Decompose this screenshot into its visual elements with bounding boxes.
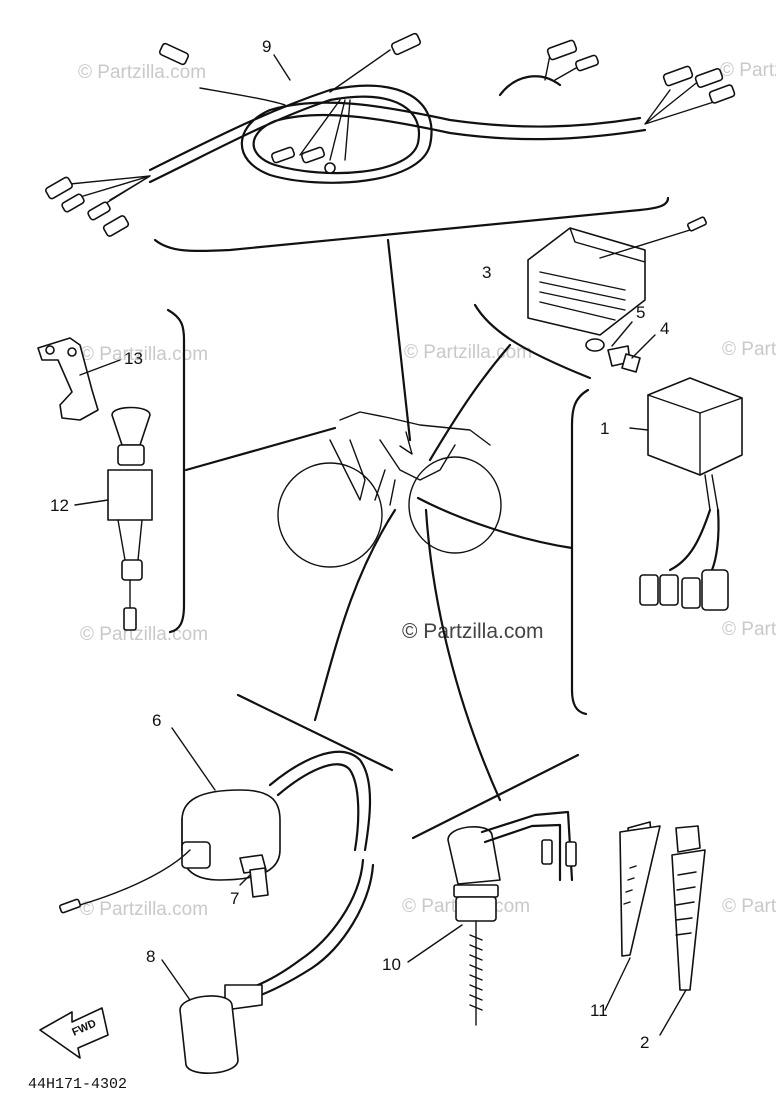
leader-cap <box>424 508 502 802</box>
cdi-unit <box>629 377 743 611</box>
watermark: © Partzilla.com <box>722 896 776 917</box>
leader-arrow <box>399 431 413 455</box>
bracket-harness <box>153 196 670 253</box>
callout-7: 7 <box>230 889 239 908</box>
cable-ties <box>604 821 706 1036</box>
callout-3: 3 <box>482 263 491 282</box>
watermark: © Partzilla.com <box>80 899 208 920</box>
leader-coil <box>313 508 397 722</box>
callout-6: 6 <box>152 711 161 730</box>
leader-lines <box>184 238 574 802</box>
bracket-cap <box>411 753 580 840</box>
group-brackets <box>153 196 670 840</box>
watermark: © Partzilla.com <box>720 60 776 81</box>
watermarks: © Partzilla.com © Partzilla.com © Partzi… <box>78 60 776 920</box>
callout-12: 12 <box>50 496 69 515</box>
leader-right <box>416 496 574 550</box>
callout-9: 9 <box>262 37 271 56</box>
callouts: 1 2 3 4 5 6 7 8 9 10 11 12 13 <box>50 37 669 1052</box>
leader-harness <box>386 238 412 442</box>
callout-1: 1 <box>600 419 609 438</box>
leader-rectifier <box>428 343 512 462</box>
callout-5: 5 <box>636 303 645 322</box>
callout-13: 13 <box>124 349 143 368</box>
callout-4: 4 <box>660 319 669 338</box>
spark-plug-cap <box>407 810 577 1026</box>
leader-left <box>184 426 337 472</box>
diagram-code: 44H171-4302 <box>28 1076 127 1093</box>
watermark: © Partzilla.com <box>80 344 208 365</box>
callout-8: 8 <box>146 947 155 966</box>
watermark: © Partzilla.com <box>722 619 776 640</box>
fwd-arrow: FWD <box>39 1007 109 1059</box>
bracket-and-switch <box>37 337 153 631</box>
callout-10: 10 <box>382 955 401 974</box>
motorcycle-outline <box>277 411 502 568</box>
callout-2: 2 <box>640 1033 649 1052</box>
bracket-rectifier <box>473 303 592 380</box>
watermark: © Partzilla.com <box>80 624 208 645</box>
rectifier-regulator <box>527 216 707 373</box>
callout-11: 11 <box>590 1001 608 1020</box>
bracket-right <box>570 388 590 716</box>
watermark-center: © Partzilla.com <box>402 620 544 643</box>
watermark: © Partzilla.com <box>722 339 776 360</box>
ignition-coil <box>58 727 375 1075</box>
bracket-coil <box>236 693 394 772</box>
callout-9-leader <box>273 54 291 81</box>
watermark: © Partzilla.com <box>404 342 532 363</box>
watermark: © Partzilla.com <box>78 62 206 83</box>
wire-harness <box>45 32 736 237</box>
bracket-left <box>166 308 186 634</box>
